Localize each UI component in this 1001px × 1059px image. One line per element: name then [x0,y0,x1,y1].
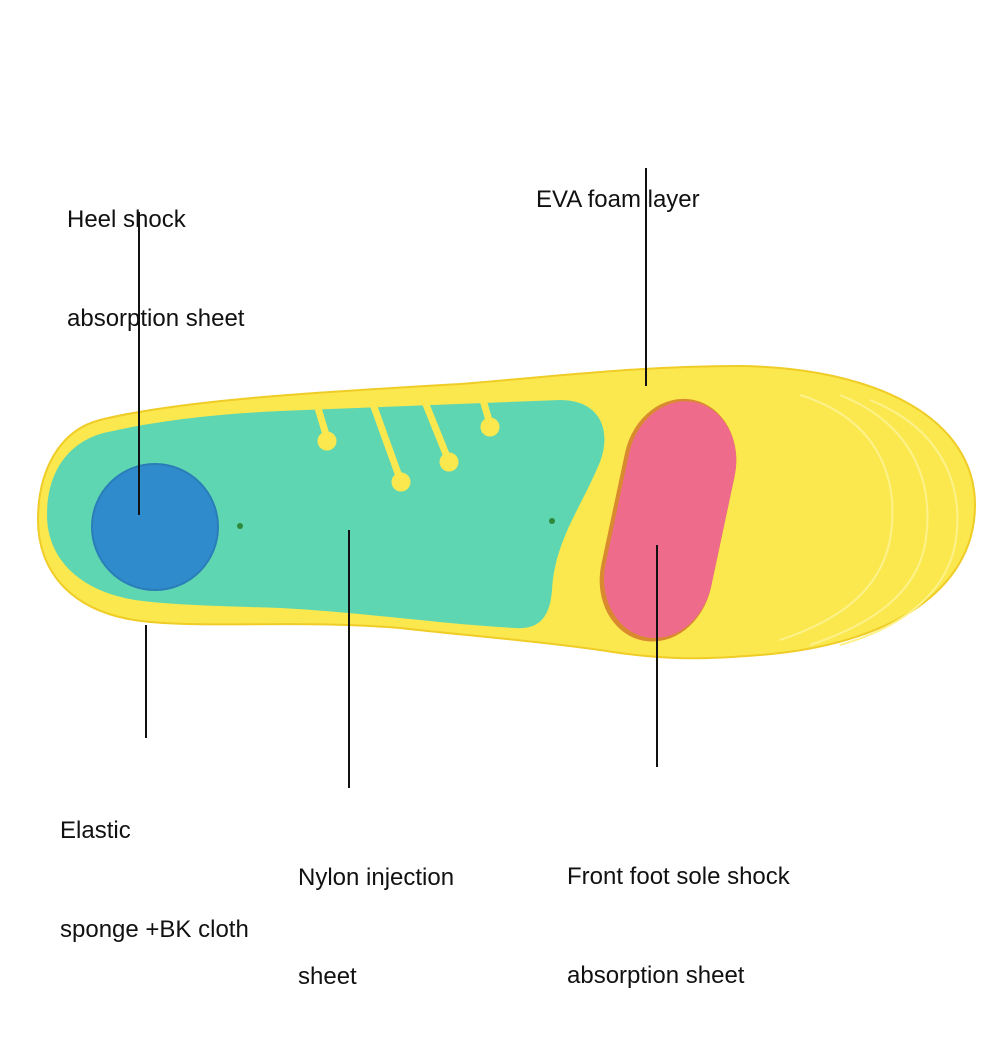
eva-foam-label: EVA foam layer [536,117,700,282]
vent-hole-1 [237,523,243,529]
nylon-injection-label-line1: Nylon injection [298,864,455,891]
elastic-sponge-label: Elastic sponge +BK cloth [60,748,249,1012]
heel-leader-line [138,212,140,515]
elastic-sponge-label-line2: sponge +BK cloth [60,916,249,943]
toe-ridge-3 [839,399,959,646]
arch-ribs [314,396,500,492]
eva-leader-line [645,168,647,386]
heel-shock-label: Heel shock absorption sheet [67,137,244,401]
heel-shock-pad [91,463,219,591]
nylon-injection-label: Nylon injection sheet [298,795,454,1059]
insole-diagram: Heel shock absorption sheet EVA foam lay… [36,117,977,990]
elastic-leader-line [145,625,147,738]
forefoot-leader-line [656,545,658,767]
forefoot-shock-label: Front foot sole shock absorption sheet [567,794,790,1058]
heel-shock-label-line1: Heel shock [67,206,186,233]
forefoot-shock-label-line1: Front foot sole shock [567,863,790,890]
nylon-injection-label-line2: sheet [298,963,357,990]
toe-ridge-1 [779,394,894,641]
toe-ridge-2 [809,394,929,646]
forefoot-shock-label-line2: absorption sheet [567,962,745,989]
nylon-leader-line [348,530,350,788]
vent-hole-2 [549,518,555,524]
elastic-sponge-label-line1: Elastic [60,817,131,844]
eva-foam-label-line1: EVA foam layer [536,186,700,213]
insole-illustration [36,364,977,660]
forefoot-shock-pad [599,398,737,642]
heel-shock-label-line2: absorption sheet [67,305,245,332]
